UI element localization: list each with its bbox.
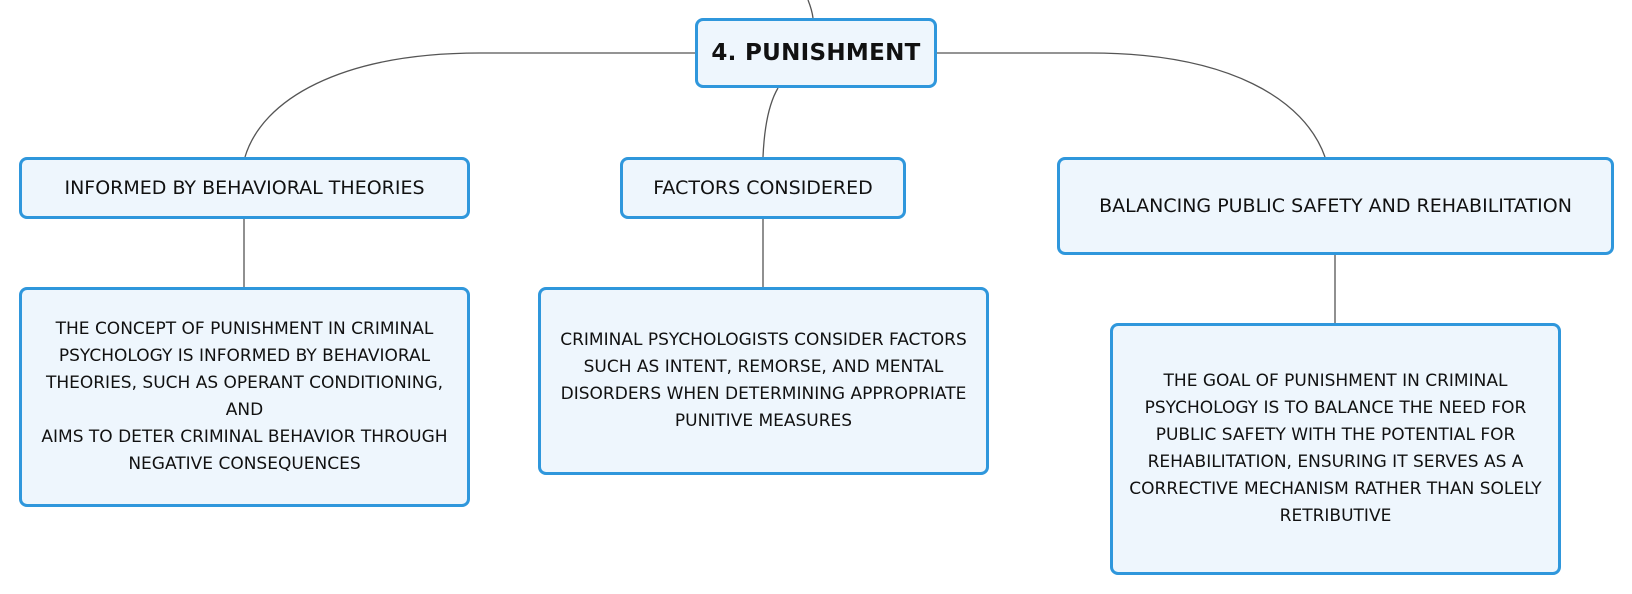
leaf-text-line: THE CONCEPT OF PUNISHMENT IN CRIMINAL [55, 319, 434, 339]
leaf-node-balancing-safety[interactable]: THE GOAL OF PUNISHMENT IN CRIMINAL PSYCH… [1110, 323, 1561, 575]
leaf-node-factors-considered[interactable]: CRIMINAL PSYCHOLOGISTS CONSIDER FACTORS … [538, 287, 989, 475]
root-node-punishment[interactable]: 4. PUNISHMENT [695, 18, 937, 88]
leaf-text-line: PUNITIVE MEASURES [674, 411, 853, 431]
branch-node-label: BALANCING PUBLIC SAFETY AND REHABILITATI… [1099, 195, 1572, 217]
connector-root-to-factors [762, 87, 779, 158]
connector-root-to-behavioral [244, 52, 695, 158]
leaf-text-line: DISORDERS WHEN DETERMINING APPROPRIATE [560, 384, 967, 404]
leaf-text-line: PSYCHOLOGY IS INFORMED BY BEHAVIORAL [58, 346, 431, 366]
leaf-text-line: SUCH AS INTENT, REMORSE, AND MENTAL [583, 357, 944, 377]
leaf-node-text: THE CONCEPT OF PUNISHMENT IN CRIMINAL PS… [26, 316, 463, 478]
connector-parent-to-root [807, 0, 814, 19]
leaf-text-line: AIMS TO DETER CRIMINAL BEHAVIOR THROUGH [41, 427, 448, 447]
leaf-text-line: REHABILITATION, ENSURING IT SERVES AS A [1147, 452, 1524, 472]
connector-root-to-balancing [937, 52, 1326, 158]
leaf-text-line: PUBLIC SAFETY WITH THE POTENTIAL FOR [1155, 425, 1516, 445]
leaf-text-line: NEGATIVE CONSEQUENCES [128, 454, 361, 474]
leaf-text-line: RETRIBUTIVE [1279, 506, 1392, 526]
leaf-text-line: THEORIES, SUCH AS OPERANT CONDITIONING, … [45, 373, 444, 420]
leaf-text-line: THE GOAL OF PUNISHMENT IN CRIMINAL [1163, 371, 1508, 391]
root-node-label: 4. PUNISHMENT [711, 40, 921, 66]
branch-node-label: INFORMED BY BEHAVIORAL THEORIES [64, 177, 425, 199]
branch-node-label: FACTORS CONSIDERED [653, 177, 873, 199]
leaf-node-behavioral-theories[interactable]: THE CONCEPT OF PUNISHMENT IN CRIMINAL PS… [19, 287, 470, 507]
branch-node-factors-considered[interactable]: FACTORS CONSIDERED [620, 157, 906, 219]
leaf-node-text: CRIMINAL PSYCHOLOGISTS CONSIDER FACTORS … [560, 327, 967, 435]
branch-node-behavioral-theories[interactable]: INFORMED BY BEHAVIORAL THEORIES [19, 157, 470, 219]
leaf-node-text: THE GOAL OF PUNISHMENT IN CRIMINAL PSYCH… [1129, 368, 1541, 530]
leaf-text-line: PSYCHOLOGY IS TO BALANCE THE NEED FOR [1144, 398, 1527, 418]
leaf-text-line: CORRECTIVE MECHANISM RATHER THAN SOLELY [1129, 479, 1542, 499]
leaf-text-line: CRIMINAL PSYCHOLOGISTS CONSIDER FACTORS [560, 330, 967, 350]
branch-node-balancing-safety[interactable]: BALANCING PUBLIC SAFETY AND REHABILITATI… [1057, 157, 1614, 255]
